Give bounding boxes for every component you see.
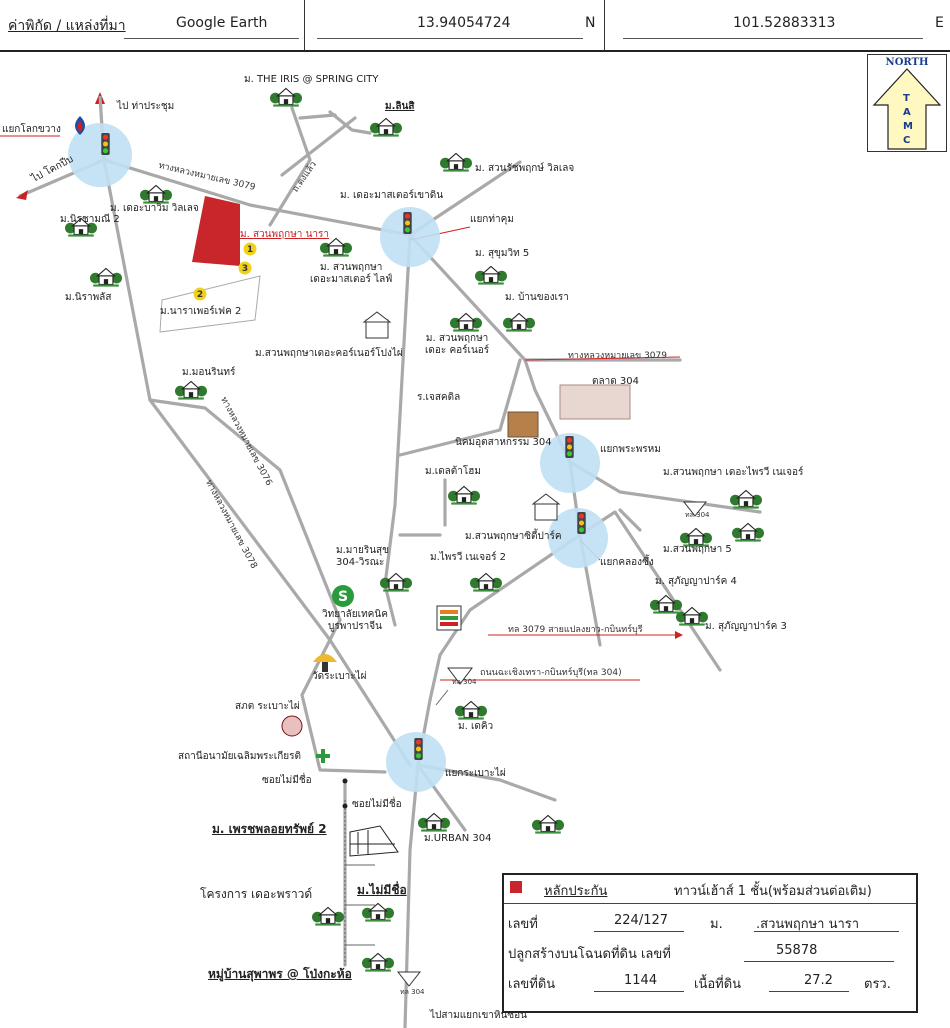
label-to-yaek: ไปสามแยกเขาหินซ้อน [430,1010,527,1021]
info-land-label: เลขที่ดิน [508,977,556,992]
label-health: สถานีอนามัยเฉลิมพระเกียรติ [178,751,301,762]
label-hwy3079-b: ทางหลวงหมายเลข 3079 [568,351,667,361]
header-cell-lon: 101.52883313 E [605,0,950,50]
label-suphaphon: หมู่บ้านสุพาพร @ โป่งกะห้อ [208,967,352,981]
north-letter-4: C [903,135,911,146]
label-corner-popai: ม.สวนพฤกษาเดอะคอร์เนอร์โปงไผ่ [255,348,403,359]
label-suancity: ม.สวนพฤกษาซิตี้ปาร์ค [465,531,562,542]
label-no-name-v: ม.ไม่มีชื่อ [357,883,407,897]
label-suan5: ม.สวนพฤกษา 5 [663,544,732,555]
info-deed-value: 55878 [776,943,818,958]
info-land-value: 1144 [624,973,658,988]
label-nirusak: ม.นิราพลัส [65,292,112,303]
label-yaek-khlong: แยกคลองซึ้ง [600,557,654,568]
label-target: ม. สวนพฤกษา นารา [240,229,330,240]
info-area-value: 27.2 [804,973,833,988]
label-mayrin: ม.มายรินสุข 304-วิรณะ [336,545,389,568]
header-cell-lat: 13.94054724 N [305,0,605,50]
label-suan-phrai: ม.สวนพฤกษา เดอะไพรวี เนเจอร์ [663,467,804,478]
label-market304: ตลาด 304 [592,376,639,387]
north-letter-3: M [903,121,913,132]
marker-1: 1 [247,245,253,255]
target-plot [192,196,240,266]
label-supanya4: ม. สุภัญญาปาร์ค 4 [655,576,737,587]
north-arrow: NORTH T A M C [867,54,947,152]
latitude-dir: N [585,15,596,31]
label-thekhiw: ม. เดคิว [458,721,494,732]
header-cell-source: ค่าพิกัด / แหล่งที่มา Google Earth [0,0,305,50]
marker-2: 2 [197,290,203,300]
label-to-prachum: ไป ท่าประชุม [117,101,175,112]
label-hl304-b: ทล 304 [452,678,477,686]
marker-3: 3 [242,264,248,274]
label-yaek-prasong: แยกพระพรหม [600,444,661,455]
label-phetpholoi: ม. เพรชพลอยทรัพย์ 2 [212,822,327,836]
label-iris: ม. THE IRIS @ SPRING CITY [244,74,379,85]
label-urban: ม.URBAN 304 [424,833,492,844]
label-no-name-2: ซอยไม่มีชื่อ [352,799,402,810]
info-area-unit: ตรว. [864,977,891,992]
coord-label: ค่าพิกัด / แหล่งที่มา [8,18,126,34]
label-ind304: นิคมอุตสาหกรรม 304 [455,437,552,448]
label-yaek-thakhum: แยกท่าคุม [470,214,514,225]
info-no-label: เลขที่ [508,917,538,932]
info-no-value: 224/127 [614,913,669,928]
latitude-value: 13.94054724 [417,15,511,31]
label-monrin: ม.มอนรินทร์ [182,367,236,378]
info-type: ทาวน์เฮ้าส์ 1 ชั้น(พร้อมส่วนต่อเติม) [674,884,872,899]
road-map: S 1 3 2 [0,87,764,1028]
label-road304-note: ถนนฉะเชิงเทรา-กบินทร์บุรี(ทล 304) [480,668,622,678]
north-letter-2: A [903,107,911,118]
label-road3079-note: ทล 3079 สายแปลงยาว-กบินทร์บุรี [508,625,643,635]
label-hl304-a: ทล 304 [685,511,710,519]
label-yaek-rabao: แยกระเบาะไผ่ [445,768,506,779]
longitude-value: 101.52883313 [733,15,836,31]
label-school: ร.เจสคดิล [417,392,461,403]
label-the-praward: โครงการ เดอะพราวด์ [200,887,313,901]
longitude-dir: E [935,15,944,31]
coordinate-header: ค่าพิกัด / แหล่งที่มา Google Earth 13.94… [0,0,950,52]
label-nirun2: ม.นิรชามณี 2 [60,214,120,225]
label-banruea: ม. บ้านของเรา [505,292,569,303]
label-suanphruksa-master: ม. สวนพฤกษา เดอะมาสเตอร์ ไลฟ์ [310,262,393,285]
label-yaek-lotkhwang: แยกโลกขวาง [2,124,61,135]
label-swamp: สภต ระเบาะไผ่ [235,701,300,712]
label-sukhumvit5: ม. สุขุมวิท 5 [475,248,530,259]
label-college: วิทยาลัยเทคนิค บูรพาปราจีน [322,609,388,632]
label-naratech2: ม.นาราเพอร์เฟค 2 [160,306,242,317]
label-bopha: ม. เดอะบาวิม วิลเลจ [110,203,199,214]
label-deltahome: ม.เดลต้าโฮม [425,466,481,477]
label-supanya3: ม. สุภัญญาปาร์ค 3 [705,621,787,632]
label-suanrat: ม. สวนรัชพฤกษ์ วิลเลจ [475,163,575,174]
source-value: Google Earth [176,15,268,31]
info-m-value: .สวนพฤกษา นารา [756,917,860,932]
label-hl304-c: ทล 304 [400,988,425,996]
info-title: หลักประกัน [544,884,608,899]
svg-text:S: S [338,589,348,605]
info-area-label: เนื้อที่ดิน [694,977,742,992]
label-temple: วัดระเบาะไผ่ [312,671,367,682]
info-deed-label: ปลูกสร้างบนโฉนดที่ดิน เลขที่ [508,947,671,962]
north-letter-1: T [903,93,910,104]
collateral-legend-swatch [510,881,522,893]
label-the-masters: ม. เดอะมาสเตอร์เขาดิน [340,190,444,201]
label-linsi: ม.ลินสิ [385,101,415,112]
north-title: NORTH [886,57,929,68]
label-no-name-1: ซอยไม่มีชื่อ [262,775,312,786]
label-corner: ม. สวนพฤกษา เดอะ คอร์เนอร์ [425,333,490,356]
collateral-info-box: หลักประกัน ทาวน์เฮ้าส์ 1 ชั้น(พร้อมส่วนต… [502,873,918,1013]
label-phrai2: ม.ไพรวี เนเจอร์ 2 [430,552,507,563]
info-m-label: ม. [710,917,723,932]
